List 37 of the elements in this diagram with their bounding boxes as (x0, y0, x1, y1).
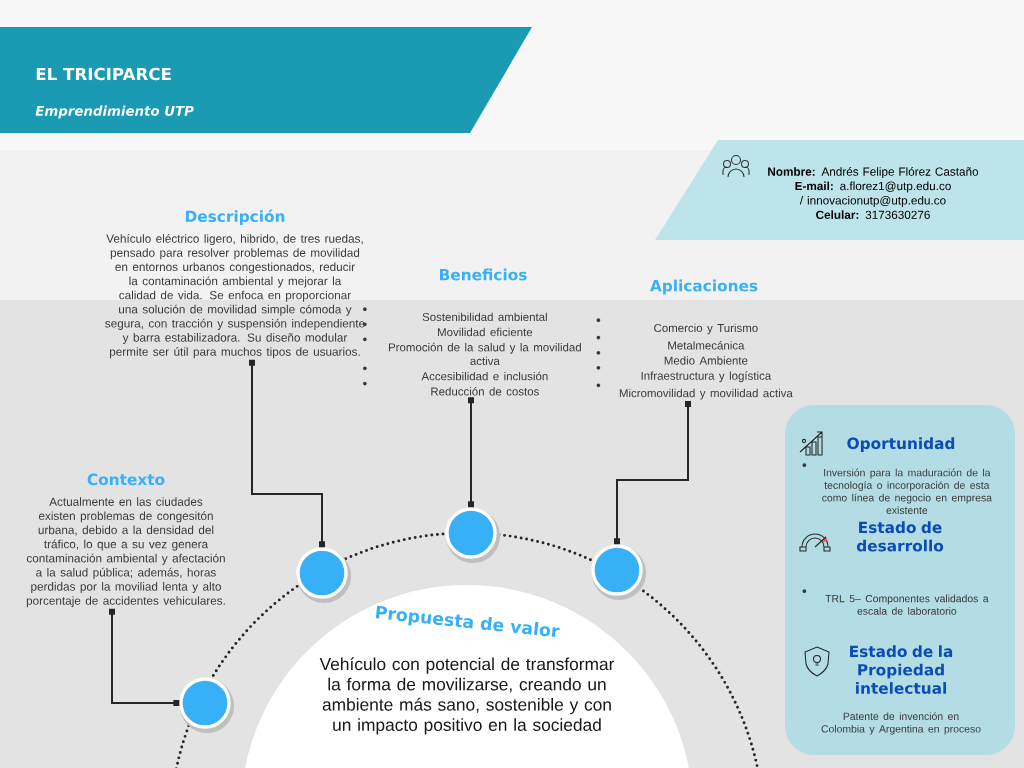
context-text: Actualmente en las ciudades existen problemas de congesitón urbana, debido a la densidad del tráfico, lo que a su vez genera contaminación ambiental y afectación a la salud pública; además, horas perdidas por la moviliad lenta y alto porcentaje de accidentes vehiculares. (26, 497, 225, 608)
list-item: Micromovilidad y movilidad activa (619, 388, 793, 400)
name-text: Nombre: Andrés Felipe Flórez Castaño (768, 167, 979, 179)
section-heading: Beneficios (440, 268, 527, 281)
list-item: Sostenibilidad ambiental (422, 312, 547, 322)
marker-circle (179, 677, 234, 733)
title-text: EL TRICIPARCE (36, 67, 171, 81)
section-heading: Contexto (87, 473, 165, 486)
leader-line (109, 608, 180, 706)
marker-circle (445, 507, 500, 563)
section-heading: Estado de desarrollo (856, 521, 944, 552)
phone-text: Celular: 3173630276 (816, 210, 930, 219)
list-item: Movilidad eficiente (438, 327, 533, 337)
list-item: Comercio y Turismo (654, 323, 758, 335)
leader-line (249, 359, 325, 548)
description-text: Vehículo eléctrico ligero, hibrido, de tres ruedas, pensado para resolver problemas de movilidad en entornos urbanos congestionados, reducir la contaminación ambiental y mejorar la calidad de vida. Se enfoca en proporcionar una solución de movilidad simple cómoda y segura, con tracción y suspensión independiente y barra estabilizadora. Su diseño modular permite ser útil para muchos tipos de usuarios. (105, 234, 365, 359)
patent-text: Patente de invención en Colombia y Argentina en proceso (821, 712, 981, 735)
list-item: TRL 5– Componentes validados a escala de laboratorio (825, 594, 989, 615)
value-text: Vehículo con potencial de transformar la forma de movilizarse, creando un ambiente más sano, sostenible y con un impacto positivo en la sociedad (319, 657, 615, 735)
list-item: Promoción de la salud y la movilidad activa (389, 342, 581, 366)
section-heading: Propuesta de valor (375, 605, 560, 638)
list-item: Inversión para la maduración de la tecnología o incorporación de esta como línea de negocio en empresa existente (822, 468, 992, 514)
section-heading: Descripción (185, 209, 285, 226)
section-heading: Aplicaciones (650, 279, 758, 295)
marker-circle (591, 544, 646, 600)
section-heading: Estado de la Propiedad intelectual (850, 645, 953, 694)
email-text: E-mail: a.florez1@utp.edu.co / innovacionutp@utp.edu.co (795, 181, 951, 207)
list-item: Reducción de costos (431, 387, 539, 396)
leader-line (468, 397, 474, 508)
list-item: Accesibilidad e inclusión (421, 371, 548, 381)
list-item: Medio Ambiente (664, 356, 748, 365)
marker-circle (296, 547, 351, 603)
list-item: Infraestructura y logística (641, 371, 772, 383)
section-heading: Oportunidad (847, 437, 955, 453)
list-item: Metalmecánica (668, 341, 745, 350)
leader-line (614, 401, 691, 545)
subtitle-text: Emprendimiento UTP (35, 105, 194, 119)
